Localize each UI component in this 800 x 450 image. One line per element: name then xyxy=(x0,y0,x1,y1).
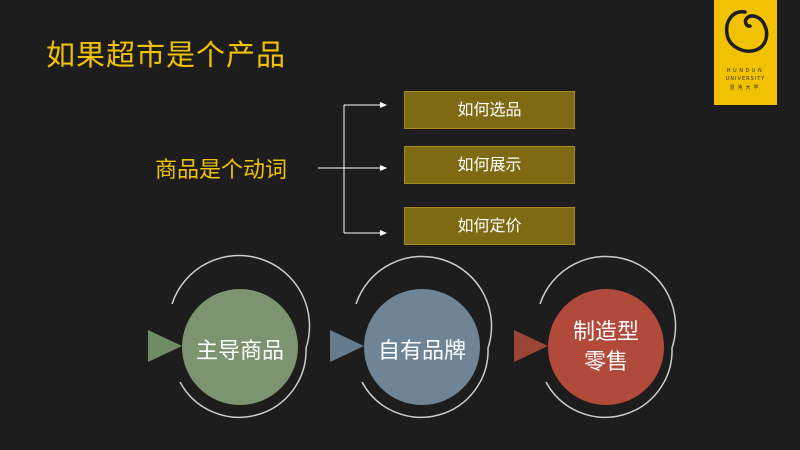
stage-3-arrow-icon xyxy=(514,330,548,362)
stage-3-label: 制造型 零售 xyxy=(548,318,664,378)
logo-text-chinese: 混沌大学 xyxy=(729,85,762,91)
stage-2-ring-top xyxy=(355,255,493,349)
stage-3-label-line2: 零售 xyxy=(583,350,628,375)
stage-1-circle xyxy=(182,289,298,405)
hundun-logo: HUNDUN UNIVERSITY 混沌大学 xyxy=(714,0,777,105)
logo-text-university: UNIVERSITY xyxy=(725,76,766,82)
stage-3-ring-bottom xyxy=(545,347,673,419)
stage-1-ring-bottom xyxy=(179,347,307,419)
stage-2-arrow-icon xyxy=(330,330,364,362)
stage-1 xyxy=(148,254,311,419)
stage-2-ring-bottom xyxy=(361,347,489,419)
stage-2-circle xyxy=(364,289,480,405)
stage-3-ring-top xyxy=(539,255,677,349)
branch-box-select: 如何选品 xyxy=(404,91,575,129)
stage-3 xyxy=(514,255,677,419)
stage-1-ring-top xyxy=(171,254,311,349)
logo-text-hundun: HUNDUN xyxy=(726,68,765,74)
branch-box-pricing: 如何定价 xyxy=(404,207,575,245)
stage-3-circle xyxy=(548,289,664,405)
stage-1-label: 主导商品 xyxy=(195,339,284,364)
stage-2 xyxy=(330,255,493,419)
slide-title: 如果超市是个产品 xyxy=(46,38,287,72)
concept-label: 商品是个动词 xyxy=(155,158,288,183)
stage-1-arrow-icon xyxy=(148,330,182,362)
stage-3-label-line1: 制造型 xyxy=(572,320,639,345)
logo-emblem-icon xyxy=(724,10,769,53)
stage-2-label: 自有品牌 xyxy=(377,339,466,364)
branch-box-display: 如何展示 xyxy=(404,146,575,184)
